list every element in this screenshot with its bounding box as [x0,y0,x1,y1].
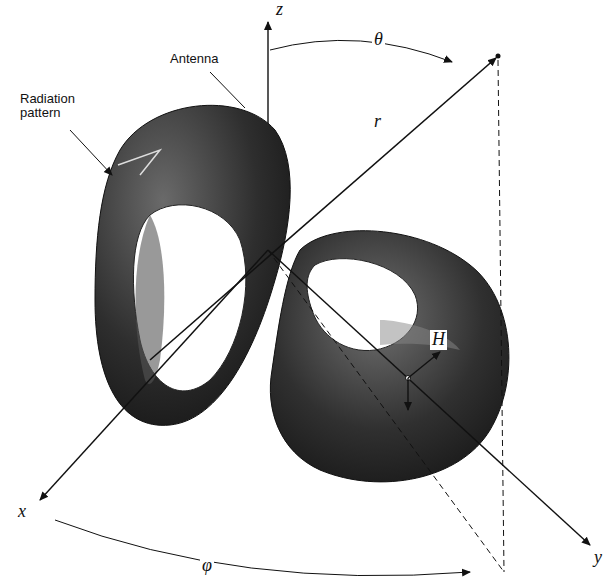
phi-arc [55,520,470,576]
angle-label: θ [372,30,385,50]
projection-line [268,250,504,572]
h-vector [408,352,440,378]
theta-arc [270,40,452,62]
leader-line [210,72,245,108]
r-vector [150,58,496,360]
angle-label: φ [200,556,214,576]
left-lobe [95,105,290,425]
axis-label: z [274,0,285,20]
y-axis [268,250,590,545]
field-point [496,54,501,59]
e-vector [407,378,408,410]
leader-line [70,130,112,175]
part-name: Antenna [168,52,220,66]
axis-label: y [592,548,604,568]
axis-label: x [16,502,28,522]
part-name: Radiation pattern [18,92,102,121]
projection-line [498,60,504,572]
vector-label: H [430,330,447,350]
right-lobe [270,231,509,482]
vector-label: r [372,112,383,132]
